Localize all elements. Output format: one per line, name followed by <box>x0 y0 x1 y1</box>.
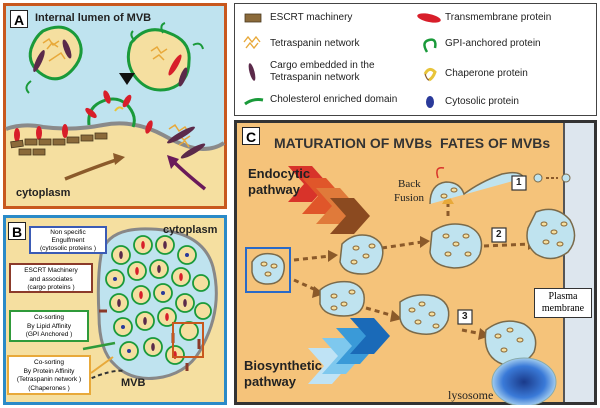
legend-label-chaperone: Chaperone protein <box>445 68 528 79</box>
panel-b: B cytoplasm MVB Non specific Engulfment … <box>3 215 227 405</box>
panel-a: A Internal lumen of MVB cytoplasm <box>3 3 227 209</box>
protein-line3: (Tetraspanin network ) <box>16 376 82 383</box>
heading-maturation: MATURATION OF MVBs <box>274 135 433 151</box>
legend-icons <box>243 13 441 108</box>
panel-c-letter: C <box>242 127 260 145</box>
back-fusion-label-1: Back <box>398 178 421 190</box>
protein-line2: By Protein Affinity <box>23 367 75 375</box>
endocytic-label-2: pathway <box>248 182 301 197</box>
heading-fates: FATES OF MVBs <box>440 135 551 151</box>
lysosome-label: lysosome <box>448 388 494 402</box>
plasma-membrane-label: Plasma membrane <box>534 288 592 318</box>
lipid-line3: (GPI Anchored ) <box>25 331 73 338</box>
panel-a-illustration <box>3 3 227 209</box>
panel-c-illustration <box>234 120 597 405</box>
mechanism-box-lipid: Co-sorting By Lipid Affinity (GPI Anchor… <box>9 310 89 342</box>
transmembrane-protein-icon <box>417 13 441 23</box>
mechanism-box-engulfment: Non specific Engulfment (cytosolic prote… <box>29 226 107 254</box>
panel-c: C MATURATION OF MVBs FATES OF MVBs Endoc… <box>234 120 597 405</box>
legend-label-tetraspanin: Tetraspanin network <box>270 38 360 49</box>
lipid-line2: By Lipid Affinity <box>27 322 71 330</box>
legend-label-escrt: ESCRT machinery <box>270 12 353 23</box>
legend-label-gpi: GPI-anchored protein <box>445 38 541 49</box>
escrt-icon <box>244 13 262 23</box>
legend-label-cholesterol: Cholesterol enriched domain <box>270 94 398 105</box>
cytosolic-protein-icon <box>426 96 434 108</box>
engulfment-line2: Engulfment <box>51 237 85 244</box>
escrt-line2: and associates <box>29 275 73 283</box>
biosynthetic-label-2: pathway <box>244 374 297 389</box>
panel-b-cytoplasm-label: cytoplasm <box>163 224 218 236</box>
escrt-line3: (cargo proteins ) <box>27 284 75 291</box>
mechanism-box-protein: Co-sorting By Protein Affinity (Tetraspa… <box>7 355 91 395</box>
panel-a-letter: A <box>10 10 28 28</box>
panel-a-cytoplasm-label: cytoplasm <box>16 187 71 199</box>
legend: ESCRT machinery Transmembrane protein Te… <box>234 3 597 116</box>
legend-label-cytosolic: Cytosolic protein <box>445 96 519 107</box>
chaperone-icon <box>423 67 437 82</box>
cargo-icon <box>248 63 256 81</box>
endocytic-label-1: Endocytic <box>248 166 311 181</box>
lipid-line1: Co-sorting <box>34 314 64 321</box>
fate-number-1: 1 <box>516 177 522 188</box>
protein-line1: Co-sorting <box>34 359 64 366</box>
engulfment-line3: (cytosolic proteins ) <box>40 245 96 252</box>
legend-label-transmembrane: Transmembrane protein <box>445 12 552 23</box>
engulfment-line1: Non specific <box>50 229 86 236</box>
fate-number-3: 3 <box>462 311 468 322</box>
legend-label-cargo: Cargo embedded in the Tetraspanin networ… <box>270 60 375 83</box>
panel-a-lumen-label: Internal lumen of MVB <box>35 12 152 24</box>
mechanism-box-escrt: ESCRT Machinery and associates (cargo pr… <box>9 263 93 293</box>
escrt-line1: ESCRT Machinery <box>24 267 78 274</box>
fate-number-2: 2 <box>496 229 502 240</box>
panel-b-letter: B <box>8 222 26 240</box>
tetraspanin-icon <box>243 35 261 50</box>
panel-b-mvb-label: MVB <box>121 377 146 389</box>
biosynthetic-label-1: Biosynthetic <box>244 358 323 373</box>
plasma-line2: membrane <box>541 303 585 314</box>
gpi-anchor-icon <box>423 38 437 53</box>
plasma-line1: Plasma <box>548 291 578 302</box>
protein-line4: (Chaperones ) <box>28 384 70 392</box>
back-fusion-label-2: Fusion <box>394 192 424 204</box>
cholesterol-domain-icon <box>244 98 264 106</box>
